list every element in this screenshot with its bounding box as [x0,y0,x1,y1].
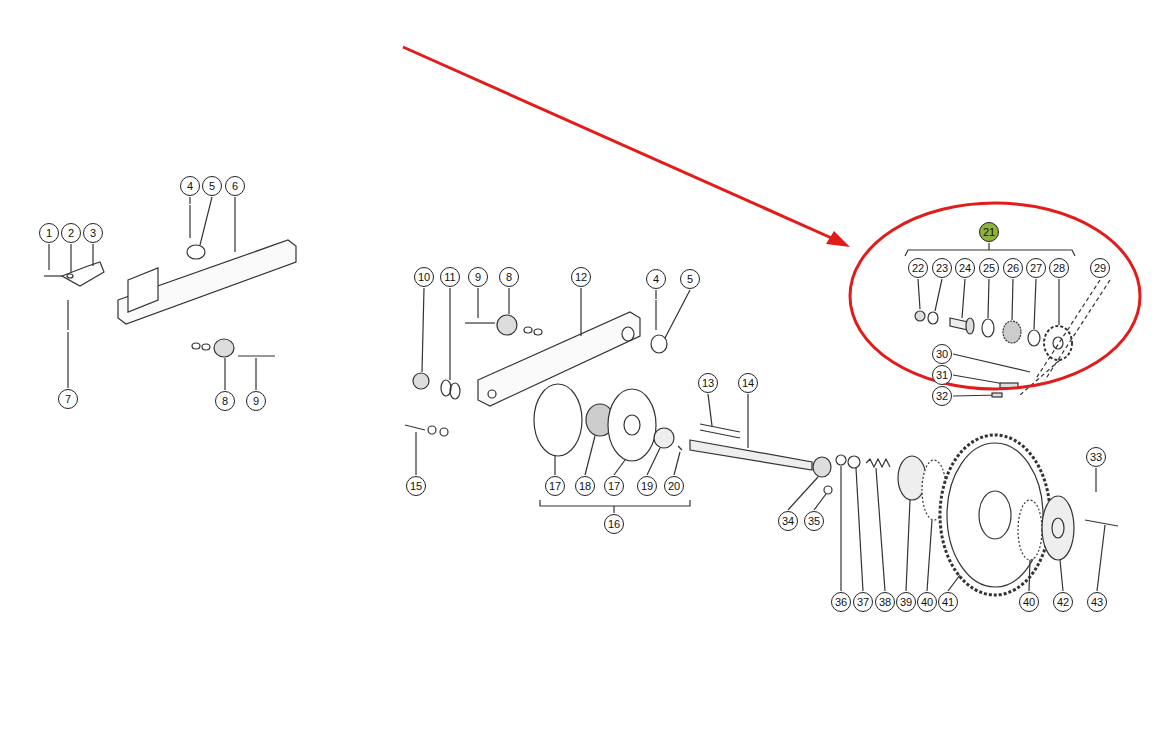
callout-number: 33 [1086,447,1106,467]
callout-number: 6 [225,176,245,196]
callout-number: 22 [908,258,928,278]
callout-number: 42 [1053,592,1073,612]
callout-number: 11 [440,267,460,287]
callout-number: 17 [604,476,624,496]
callout-number: 8 [499,267,519,287]
callout-number: 12 [571,267,591,287]
callout-number: 19 [637,476,657,496]
callout-number: 9 [246,391,266,411]
callout-number: 8 [215,391,235,411]
callout-number: 1 [39,223,59,243]
callout-number: 30 [932,344,952,364]
callout-number: 16 [604,514,624,534]
callout-number: 39 [896,592,916,612]
callout-number: 9 [468,267,488,287]
callout-number: 3 [83,223,103,243]
arrow-head [826,231,850,247]
callout-number: 5 [202,176,222,196]
callout-number: 21 [979,222,999,242]
callout-number: 27 [1026,258,1046,278]
callout-number: 17 [545,476,565,496]
callout-number: 24 [955,258,975,278]
callout-number: 26 [1003,258,1023,278]
callout-number: 25 [979,258,999,278]
callout-number: 4 [646,269,666,289]
callout-number: 35 [804,511,824,531]
callout-number: 40 [1019,592,1039,612]
callout-number: 31 [932,365,952,385]
callout-number: 41 [938,592,958,612]
callout-number: 38 [875,592,895,612]
callout-number: 5 [680,269,700,289]
callout-number: 4 [180,176,200,196]
callout-number: 29 [1090,258,1110,278]
callout-number: 13 [698,373,718,393]
callout-number: 23 [932,258,952,278]
callout-number: 10 [414,267,434,287]
callout-number: 36 [831,592,851,612]
callout-number: 32 [932,386,952,406]
callout-number: 15 [406,476,426,496]
pointer-arrow [403,47,836,240]
callout-number: 14 [738,373,758,393]
callout-number: 20 [664,476,684,496]
callout-number: 28 [1049,258,1069,278]
highlight-ellipse [850,203,1140,389]
callout-number: 18 [575,476,595,496]
callout-number: 40 [917,592,937,612]
callout-number: 34 [778,511,798,531]
callout-number: 7 [58,389,78,409]
callout-number: 37 [853,592,873,612]
callout-number: 43 [1087,592,1107,612]
callout-number: 2 [61,223,81,243]
